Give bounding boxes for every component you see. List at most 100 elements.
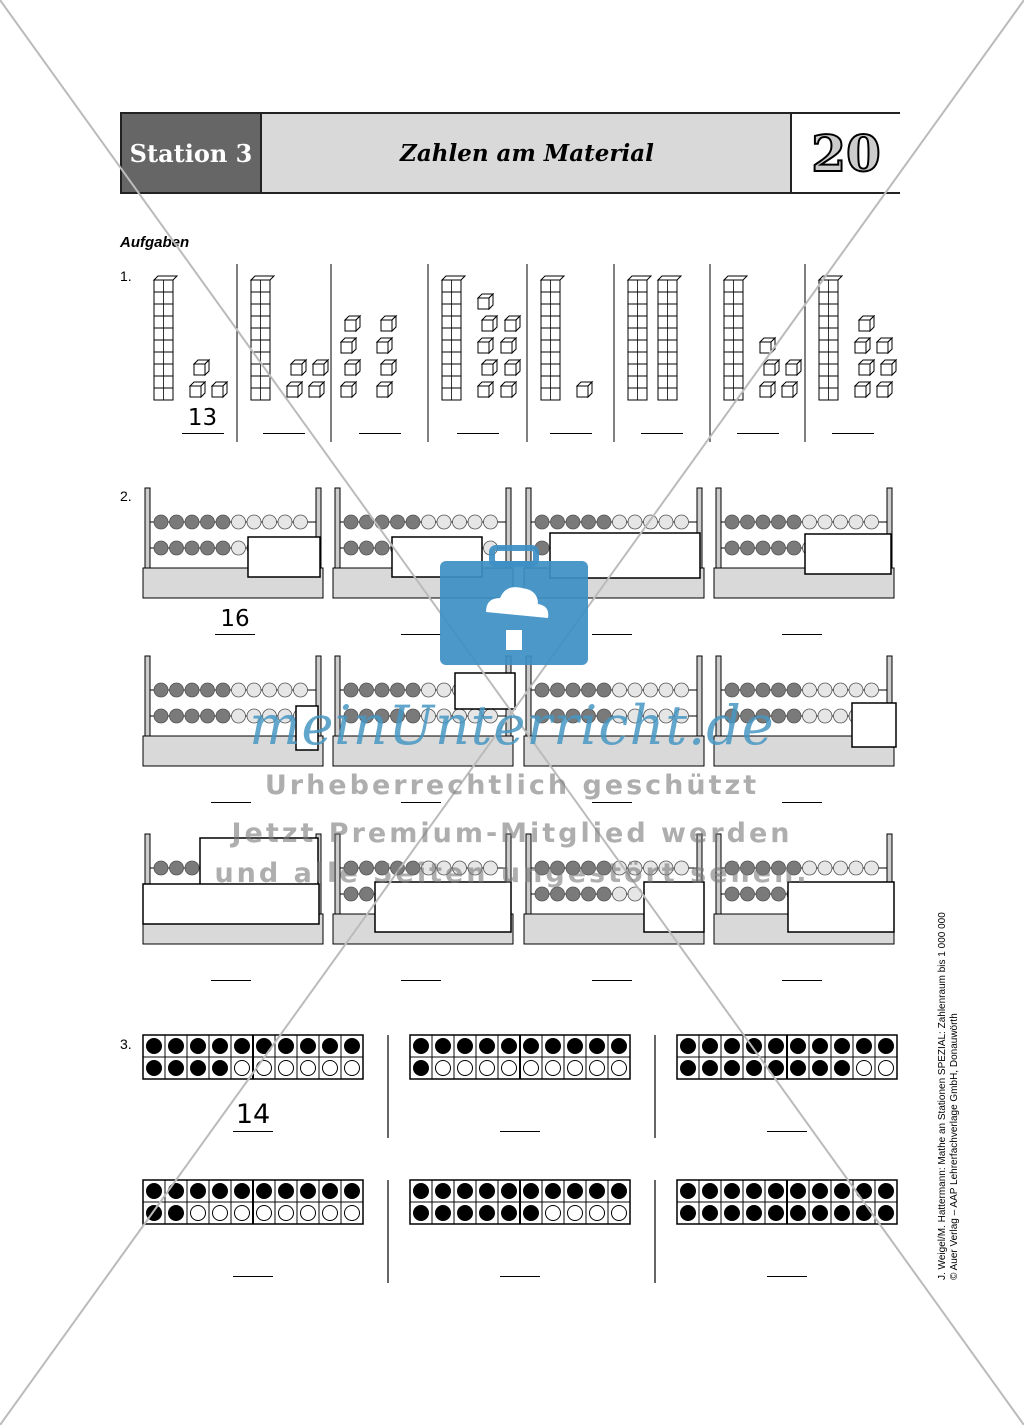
watermark-line1: Urheberrechtlich geschützt [264, 770, 760, 801]
counter-filled [479, 1038, 495, 1054]
counter-filled [724, 1060, 740, 1076]
twenty-frame [409, 1179, 631, 1225]
counter-empty [567, 1205, 583, 1221]
answer-line[interactable] [767, 1276, 807, 1277]
answer-line[interactable] [181, 433, 224, 434]
counter-filled [278, 1183, 294, 1199]
counter-filled [146, 1205, 162, 1221]
counter-filled [702, 1183, 718, 1199]
answer-line[interactable] [736, 433, 779, 434]
counter-filled [834, 1183, 850, 1199]
answer-line[interactable] [592, 980, 632, 981]
counter-filled [146, 1038, 162, 1054]
answer-line[interactable] [401, 980, 441, 981]
counter-empty [545, 1060, 561, 1076]
counter-filled [435, 1038, 451, 1054]
counter-empty [856, 1060, 872, 1076]
counter-filled [300, 1183, 316, 1199]
answer-line[interactable] [358, 433, 401, 434]
counter-empty [190, 1205, 206, 1221]
counter-filled [812, 1038, 828, 1054]
counter-filled [190, 1183, 206, 1199]
counter-filled [457, 1183, 473, 1199]
answer-line[interactable] [263, 433, 305, 434]
counter-filled [834, 1038, 850, 1054]
counter-filled [589, 1183, 605, 1199]
counter-filled [168, 1205, 184, 1221]
answer-line[interactable] [782, 802, 822, 803]
answer-line[interactable] [500, 1276, 540, 1277]
counter-empty [212, 1205, 228, 1221]
counter-filled [702, 1038, 718, 1054]
answer-line[interactable] [831, 433, 874, 434]
answer-line[interactable] [782, 634, 822, 635]
counter-filled [457, 1038, 473, 1054]
answer-line[interactable] [767, 1131, 807, 1132]
counter-filled [435, 1205, 451, 1221]
answer-line[interactable] [211, 802, 251, 803]
counter-empty [589, 1060, 605, 1076]
watermark-line3: und alle Seiten ungestört sehen. [214, 858, 810, 889]
counter-filled [146, 1060, 162, 1076]
counter-filled [702, 1205, 718, 1221]
counter-filled [278, 1038, 294, 1054]
counter-empty [589, 1205, 605, 1221]
counter-filled [168, 1038, 184, 1054]
counter-filled [878, 1183, 894, 1199]
twenty-frame [142, 1034, 364, 1080]
counter-filled [435, 1183, 451, 1199]
counter-filled [724, 1038, 740, 1054]
counter-filled [746, 1183, 762, 1199]
counter-empty [344, 1205, 360, 1221]
counter-filled [545, 1038, 561, 1054]
answer-line[interactable] [456, 433, 499, 434]
copyright-line1: J. Weigel/M. Hattermann: Mathe an Statio… [937, 912, 948, 1280]
counter-empty [278, 1060, 294, 1076]
answer-line[interactable] [215, 634, 255, 635]
answer-value: 16 [220, 606, 250, 632]
counter-filled [856, 1038, 872, 1054]
counter-filled [344, 1183, 360, 1199]
copyright-line2: © Auer Verlag – AAP Lehrerfachverlage Gm… [949, 1013, 960, 1280]
counter-filled [724, 1205, 740, 1221]
answer-line[interactable] [401, 802, 441, 803]
counter-filled [768, 1038, 784, 1054]
counter-empty [322, 1205, 338, 1221]
counter-filled [567, 1183, 583, 1199]
counter-empty [234, 1060, 250, 1076]
answer-line[interactable] [500, 1131, 540, 1132]
counter-filled [790, 1183, 806, 1199]
counter-empty [300, 1060, 316, 1076]
answer-line[interactable] [233, 1131, 273, 1132]
answer-line[interactable] [641, 433, 683, 434]
counter-filled [702, 1060, 718, 1076]
counter-filled [523, 1183, 539, 1199]
counter-filled [680, 1060, 696, 1076]
answer-line[interactable] [233, 1276, 273, 1277]
counter-filled [680, 1038, 696, 1054]
twenty-frame [676, 1179, 898, 1225]
counter-filled [479, 1205, 495, 1221]
counter-empty [457, 1060, 473, 1076]
counter-filled [146, 1183, 162, 1199]
counter-filled [834, 1205, 850, 1221]
counter-filled [746, 1205, 762, 1221]
counter-filled [168, 1183, 184, 1199]
answer-value: 14 [235, 1099, 271, 1130]
answer-line[interactable] [211, 980, 251, 981]
counter-filled [234, 1038, 250, 1054]
answer-line[interactable] [592, 802, 632, 803]
answer-line[interactable] [782, 980, 822, 981]
counter-filled [190, 1060, 206, 1076]
counter-filled [812, 1060, 828, 1076]
watermark-line2: Jetzt Premium-Mitglied werden [231, 818, 793, 849]
twenty-frame [409, 1034, 631, 1080]
counter-empty [501, 1060, 517, 1076]
answer-line[interactable] [592, 634, 632, 635]
answer-line[interactable] [549, 433, 592, 434]
counter-empty [545, 1205, 561, 1221]
counter-filled [212, 1038, 228, 1054]
counter-filled [589, 1038, 605, 1054]
counter-filled [790, 1038, 806, 1054]
answer-line[interactable] [401, 634, 441, 635]
